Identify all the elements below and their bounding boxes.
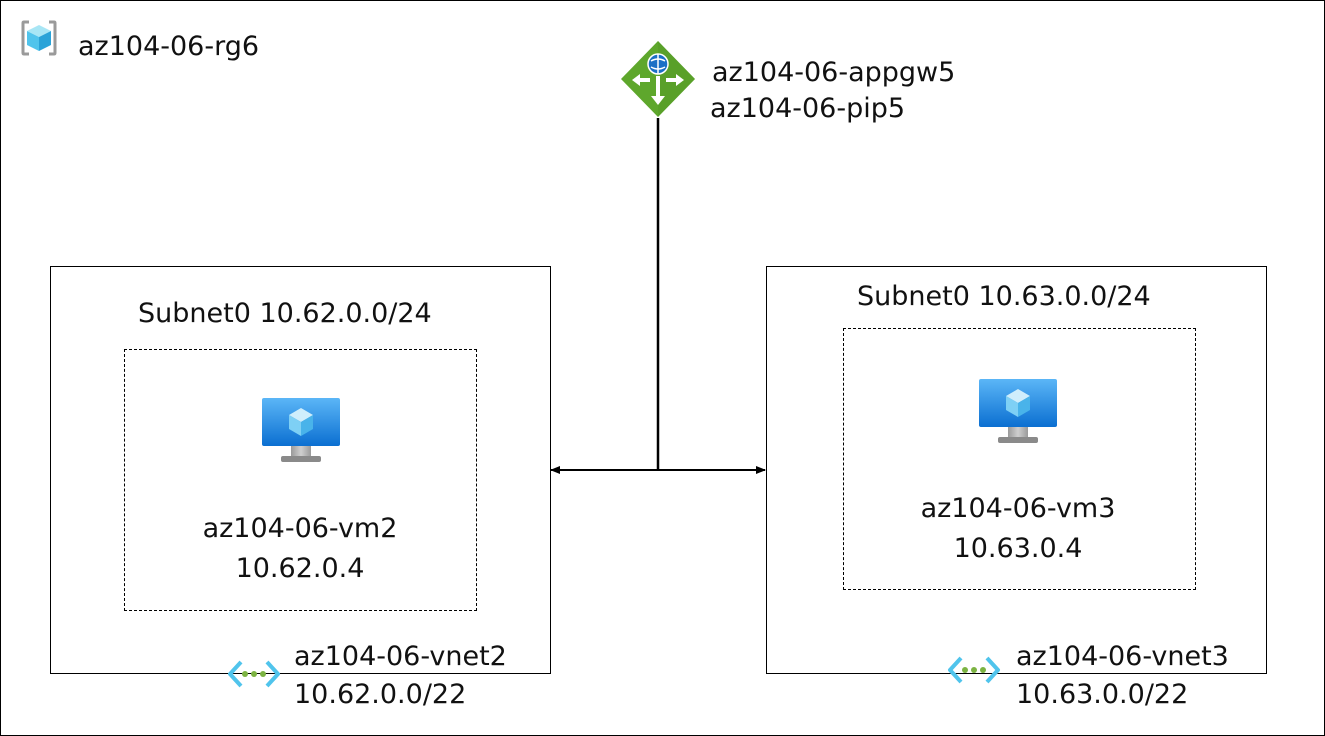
virtual-machine-icon: [262, 398, 340, 462]
virtual-network-icon: [948, 656, 1000, 684]
resource-group-name: az104-06-rg6: [78, 31, 260, 62]
application-gateway-icon: [621, 41, 695, 117]
vnet2-name: az104-06-vnet2: [294, 641, 507, 672]
vm3-ip: 10.63.0.4: [953, 533, 1083, 564]
vnet2-subnet-label: Subnet0 10.62.0.0/24: [138, 298, 432, 329]
app-gateway-name: az104-06-appgw5: [712, 57, 956, 88]
vnet3-subnet-label: Subnet0 10.63.0.0/24: [857, 281, 1151, 312]
vm3-name: az104-06-vm3: [920, 493, 1116, 524]
vm2-name: az104-06-vm2: [202, 513, 398, 544]
virtual-network-icon: [228, 660, 280, 688]
vnet2-address-space: 10.62.0.0/22: [294, 679, 467, 710]
virtual-machine-icon: [979, 379, 1057, 443]
vnet2-subnet-box: [124, 349, 477, 611]
vnet3-subnet-box: [843, 328, 1196, 590]
vnet3-address-space: 10.63.0.0/22: [1016, 679, 1189, 710]
vm2-ip: 10.62.0.4: [235, 553, 365, 584]
vnet2-box: [50, 266, 551, 674]
vnet3-name: az104-06-vnet3: [1016, 641, 1229, 672]
vnet3-box: [766, 266, 1267, 674]
resource-group-icon: [21, 20, 57, 56]
public-ip-name: az104-06-pip5: [710, 93, 906, 124]
